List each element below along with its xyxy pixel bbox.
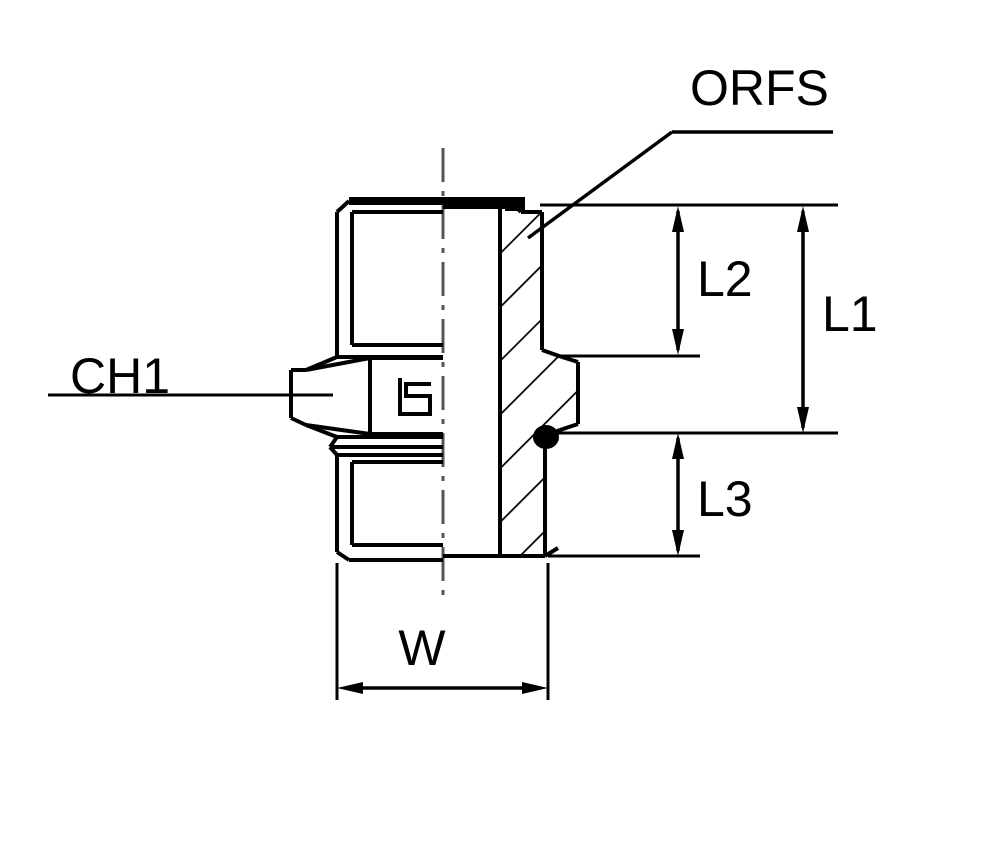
ch1-leader-group: CH1 [48,348,333,404]
stud-top-left-chamfer [328,445,339,457]
l1-label: L1 [822,286,878,342]
w-arrowhead-left [337,682,363,694]
extension-lines-right [540,203,838,558]
w-label: W [398,620,446,676]
section-bottom-right-chamfer [543,546,560,558]
part-left-half-outline [289,197,508,562]
orfs-callout-group: ORFS [526,60,833,240]
l3-arrowhead-top [672,433,684,459]
hex-bottom-bevel-arc-left [305,423,371,436]
l2-arrowhead-top [672,206,684,232]
hex-top-bevel-arc-left [305,356,371,372]
nose-top-left-chamfer [335,199,351,214]
section-top-corner-nib [505,197,525,211]
dimension-l2: L2 [672,206,753,355]
l2-label: L2 [697,251,753,307]
part-right-half-section [443,197,580,558]
orfs-label: ORFS [690,60,829,116]
orfs-leader-diagonal [526,130,674,240]
w-arrowhead-right [522,682,548,694]
o-ring-seal [533,425,559,449]
stud-bottom-left-chamfer [335,550,351,562]
dimension-l3: L3 [672,433,753,556]
dimension-w: W [335,563,550,700]
thread-symbol-path [398,378,432,416]
l2-arrowhead-bottom [672,329,684,355]
l1-arrowhead-top [797,206,809,232]
section-hex-upper-edge [561,355,579,364]
l3-arrowhead-bottom [672,530,684,556]
ch1-label: CH1 [70,348,170,404]
l1-arrowhead-bottom [797,407,809,433]
seal-ring-left-cap [328,435,339,449]
section-hatching [500,205,578,556]
hex-lower-left-edge [290,416,307,427]
section-hex-lower-edge [559,422,579,432]
l3-label: L3 [697,471,753,527]
dimension-l1: L1 [797,206,878,433]
section-hex-upper-bevel [541,348,563,359]
thread-profile-symbol [398,378,432,416]
